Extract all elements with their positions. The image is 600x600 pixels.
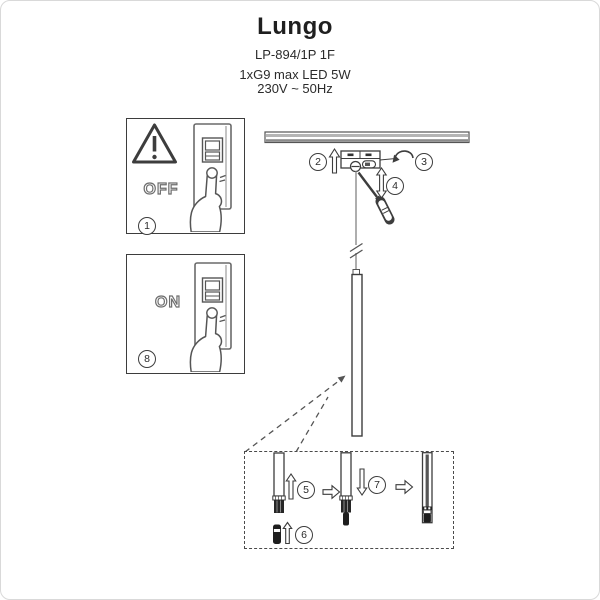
assembled-tube <box>421 452 433 524</box>
down-arrow-icon <box>356 468 368 496</box>
fingertip <box>206 167 218 179</box>
step-number: 3 <box>421 155 427 168</box>
pendant-tube <box>351 269 363 437</box>
up-down-arrow-icon <box>375 167 388 199</box>
page-title: Lungo <box>257 13 333 40</box>
right-arrow-icon <box>395 479 414 495</box>
step-number: 4 <box>392 179 398 192</box>
switch-off-graphic <box>132 123 232 232</box>
warning-triangle-icon <box>132 123 177 164</box>
bulb-install-steps <box>272 452 433 545</box>
up-arrow-icon <box>328 147 341 174</box>
step-number: 7 <box>374 478 380 491</box>
g9-bulb-icon <box>343 512 349 526</box>
on-label: ON <box>154 293 181 311</box>
step-badge-6: 6 <box>295 526 313 544</box>
step-badge-7: 7 <box>368 476 386 494</box>
spec-voltage: 230V ~ 50Hz <box>257 81 333 96</box>
assembly-diagram <box>244 131 470 453</box>
step-number: 8 <box>144 352 150 365</box>
socket-part <box>341 500 351 513</box>
right-arrow-icon <box>322 484 341 500</box>
step-badge-2: 2 <box>309 153 327 171</box>
up-arrow-icon <box>282 521 293 545</box>
step-number: 2 <box>315 155 321 168</box>
track-adapter <box>340 150 381 173</box>
g9-bulb-icon <box>273 524 281 544</box>
step-badge-5: 5 <box>297 481 315 499</box>
tube-part <box>272 452 286 513</box>
fingertip <box>206 307 218 319</box>
step-badge-4: 4 <box>386 177 404 195</box>
step-number: 1 <box>144 219 150 232</box>
track-rail <box>264 131 470 144</box>
up-arrow-icon <box>285 473 297 500</box>
screwdriver-icon <box>357 171 395 225</box>
step-badge-3: 3 <box>415 153 433 171</box>
callout-dashed-line <box>244 375 346 453</box>
light-switch <box>194 262 232 350</box>
pointing-hand-icon <box>189 167 226 232</box>
step-number: 5 <box>303 483 309 496</box>
step-badge-1: 1 <box>138 217 156 235</box>
switch-on-graphic <box>189 262 232 372</box>
panel-switch-off <box>126 118 245 234</box>
socket-part <box>274 500 284 513</box>
tube-with-bulb <box>339 452 353 526</box>
pointing-hand-icon <box>189 307 226 372</box>
spec-power: 1xG9 max LED 5W <box>239 67 351 82</box>
model-number: LP-894/1P 1F <box>255 47 335 62</box>
off-label: OFF <box>143 180 179 198</box>
rotate-arrow-icon <box>379 150 414 163</box>
step-number: 6 <box>301 528 307 541</box>
light-switch <box>193 123 232 210</box>
step-badge-8: 8 <box>138 350 156 368</box>
suspension-cable <box>349 171 363 275</box>
detail-box <box>244 451 454 549</box>
